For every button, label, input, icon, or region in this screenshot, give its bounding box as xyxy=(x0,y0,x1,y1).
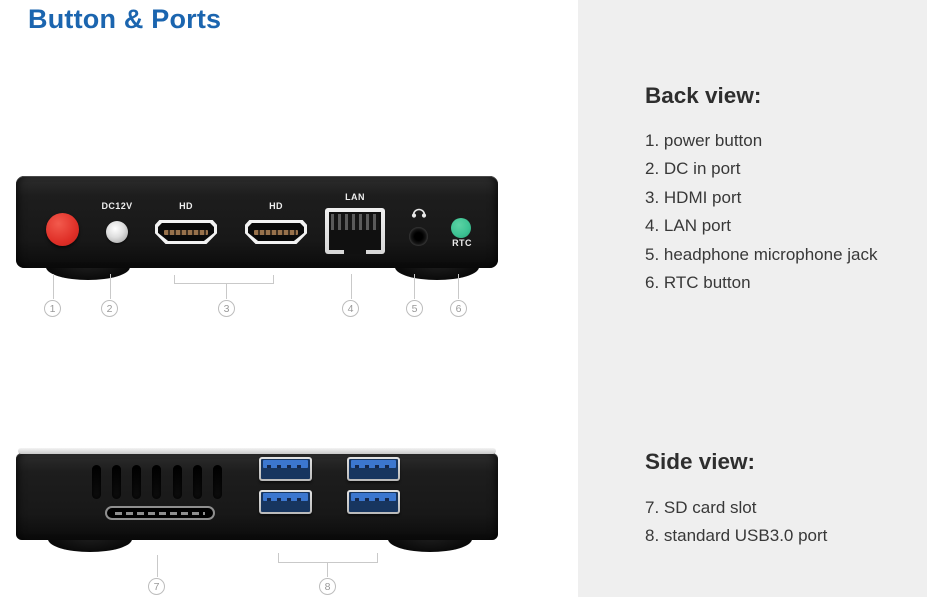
back-device-body: DC12V HD HD LAN xyxy=(16,176,498,268)
list-item: 8. standard USB3.0 port xyxy=(645,526,828,546)
dc-port-label: DC12V xyxy=(101,201,133,211)
side-device-body xyxy=(16,453,498,540)
callout-bracket-stub xyxy=(278,553,279,562)
callout-4: 4 xyxy=(342,300,359,317)
vent-slot xyxy=(152,465,161,499)
callout-line xyxy=(414,274,415,299)
back-view-list: 1. power button 2. DC in port 3. HDMI po… xyxy=(645,127,878,297)
list-item: 4. LAN port xyxy=(645,216,731,236)
callout-7: 7 xyxy=(148,578,165,595)
vent-slot xyxy=(193,465,202,499)
side-view-list: 7. SD card slot 8. standard USB3.0 port xyxy=(645,494,827,551)
callout-bracket xyxy=(278,562,378,563)
hdmi-port-2 xyxy=(245,220,307,244)
callout-line xyxy=(327,562,328,577)
callout-5: 5 xyxy=(406,300,423,317)
rtc-label: RTC xyxy=(452,238,472,248)
headphone-icon xyxy=(411,205,427,219)
callout-bracket xyxy=(174,283,274,284)
power-button xyxy=(46,213,79,246)
dc-in-port xyxy=(106,221,128,243)
lan-port xyxy=(325,208,385,254)
vent-slot xyxy=(132,465,141,499)
list-item: 5. headphone microphone jack xyxy=(645,244,878,264)
callout-line xyxy=(157,555,158,577)
callout-line xyxy=(110,274,111,299)
hdmi-port-1 xyxy=(155,220,217,244)
callout-3: 3 xyxy=(218,300,235,317)
hdmi1-label: HD xyxy=(179,201,193,211)
vent-slot xyxy=(213,465,222,499)
hdmi-pins xyxy=(164,230,208,236)
page-title: Button & Ports xyxy=(28,4,222,34)
lan-clip-tab xyxy=(344,245,366,254)
back-view-heading: Back view: xyxy=(645,83,762,108)
callout-line xyxy=(226,283,227,299)
list-item: 3. HDMI port xyxy=(645,187,742,207)
callout-2: 2 xyxy=(101,300,118,317)
device-top-edge xyxy=(18,448,496,454)
callout-8: 8 xyxy=(319,578,336,595)
lan-port-label: LAN xyxy=(345,192,365,202)
hdmi-pins xyxy=(254,230,298,236)
usb3-port xyxy=(259,457,312,481)
callout-bracket-stub xyxy=(377,553,378,562)
callout-line xyxy=(351,274,352,299)
vent-slot xyxy=(173,465,182,499)
side-view-device-image xyxy=(16,448,498,558)
list-item: 7. SD card slot xyxy=(645,498,757,517)
side-view-heading: Side view: xyxy=(645,449,756,474)
hdmi2-label: HD xyxy=(269,201,283,211)
callout-bracket-stub xyxy=(174,275,175,283)
headphone-microphone-jack xyxy=(409,227,428,246)
sd-card-slot xyxy=(105,506,215,520)
vent-slot xyxy=(112,465,121,499)
usb3-port xyxy=(347,490,400,514)
sd-card-teeth xyxy=(115,512,205,515)
lan-pins xyxy=(331,214,379,230)
callout-bracket-stub xyxy=(273,275,274,283)
list-item: 1. power button xyxy=(645,131,763,150)
usb3-port xyxy=(259,490,312,514)
back-view-device-image: DC12V HD HD LAN xyxy=(16,176,498,282)
list-item: 6. RTC button xyxy=(645,272,751,292)
callout-6: 6 xyxy=(450,300,467,317)
callout-line xyxy=(458,274,459,299)
usb3-port xyxy=(347,457,400,481)
vent-slot xyxy=(92,465,101,499)
callout-1: 1 xyxy=(44,300,61,317)
description-panel: Back view: 1. power button 2. DC in port… xyxy=(578,0,927,597)
rtc-button xyxy=(451,218,471,238)
list-item: 2. DC in port xyxy=(645,159,741,179)
callout-line xyxy=(53,274,54,299)
